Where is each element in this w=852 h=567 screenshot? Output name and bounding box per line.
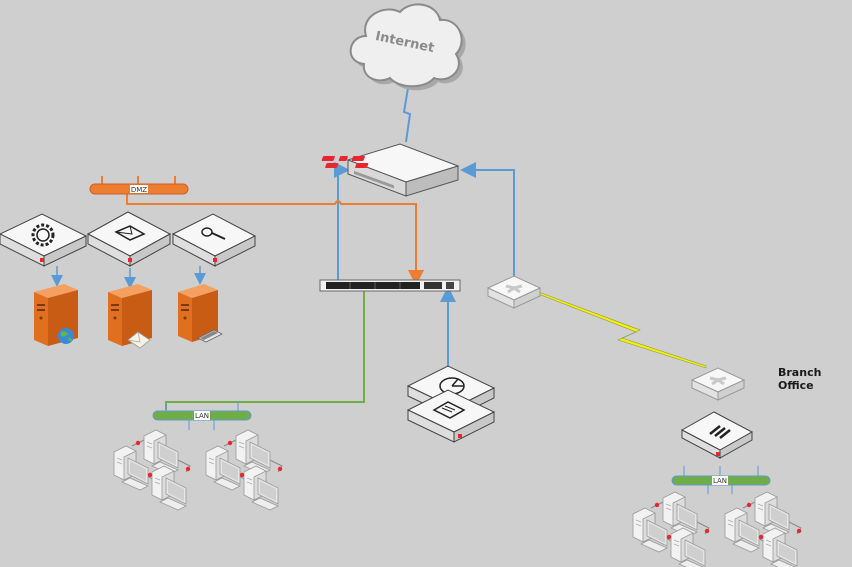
dmz-bus: DMZ [89, 176, 189, 195]
globe-icon [58, 328, 74, 344]
hq-router[interactable] [486, 275, 542, 309]
dmz-link [126, 194, 424, 286]
wireless-link [535, 290, 707, 369]
internet-cloud[interactable]: Internet [349, 3, 466, 91]
bars-icon [709, 425, 731, 439]
mail-security-appliance[interactable] [86, 211, 172, 267]
firewall[interactable] [321, 143, 460, 197]
mail-server[interactable] [108, 284, 152, 349]
router-firewall-link [460, 162, 515, 278]
clipboard-icon [432, 401, 466, 419]
hq-lan-label: LAN [195, 412, 209, 420]
fortinet-logo-icon [321, 156, 369, 168]
wan-link [402, 81, 412, 143]
web-gear-icon [31, 223, 55, 247]
hq-lan-bus: LAN [152, 402, 252, 430]
web-filter-appliance[interactable] [0, 213, 88, 267]
branch-firewall[interactable] [680, 411, 754, 459]
branch-router[interactable] [690, 367, 746, 401]
manager-appliance[interactable] [406, 389, 496, 443]
key-icon [201, 227, 226, 240]
web-server[interactable] [34, 284, 78, 346]
auth-appliance[interactable] [171, 213, 257, 267]
dmz-label: DMZ [131, 186, 147, 194]
branch-pc-cluster-1[interactable] [633, 492, 709, 567]
core-switch[interactable] [319, 279, 461, 292]
branch-lan-bus: LAN [671, 466, 771, 494]
storage-server[interactable] [178, 284, 223, 343]
envelope-badge-icon [127, 331, 151, 349]
disk-icon [197, 329, 223, 343]
envelope-icon [114, 225, 146, 241]
branch-pc-cluster-2[interactable] [725, 492, 801, 567]
branch-lan-label: LAN [713, 477, 727, 485]
hq-pc-cluster-1[interactable] [114, 430, 190, 510]
switch-firewall-link [334, 162, 350, 282]
branch-office-label: Branch Office [778, 366, 822, 392]
hq-pc-cluster-2[interactable] [206, 430, 282, 510]
